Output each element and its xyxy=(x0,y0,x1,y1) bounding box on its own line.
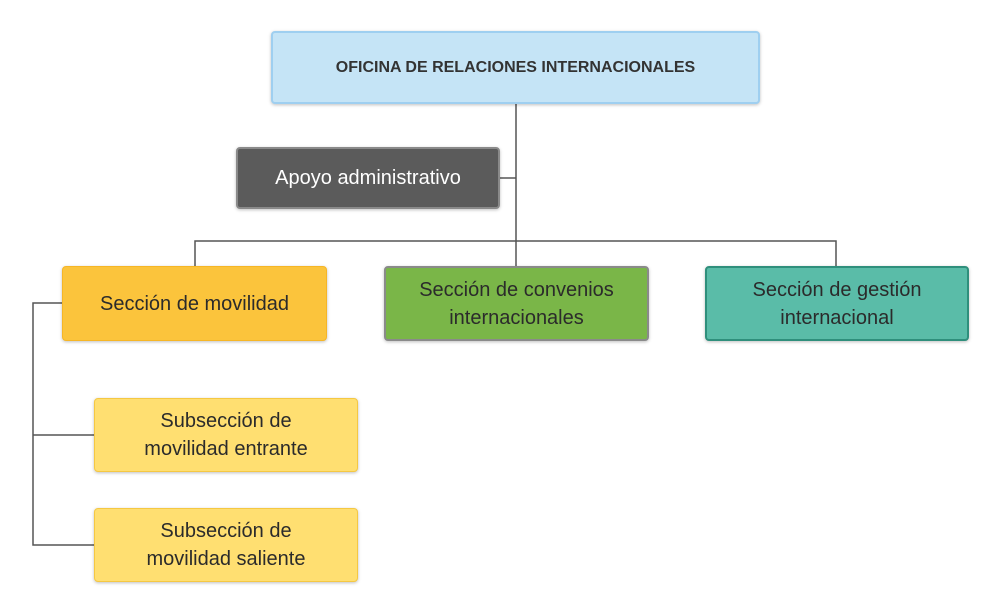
outgoing-mobility-box: Subsección de movilidad saliente xyxy=(94,508,358,582)
incoming-mobility-label: Subsección de movilidad entrante xyxy=(144,410,308,460)
agreements-section-box: Sección de convenios internacionales xyxy=(384,266,649,341)
agreements-section-label: Sección de convenios internacionales xyxy=(419,278,614,329)
mobility-section-label: Sección de movilidad xyxy=(100,292,289,315)
management-section-box: Sección de gestión internacional xyxy=(705,266,969,341)
admin-support-box: Apoyo administrativo xyxy=(236,147,500,209)
incoming-mobility-box: Subsección de movilidad entrante xyxy=(94,398,358,472)
mobility-section-box: Sección de movilidad xyxy=(62,266,327,341)
office-root-box: OFICINA DE RELACIONES INTERNACIONALES xyxy=(271,31,760,104)
admin-support-label: Apoyo administrativo xyxy=(275,167,461,189)
office-root-label: OFICINA DE RELACIONES INTERNACIONALES xyxy=(335,58,696,76)
outgoing-mobility-label: Subsección de movilidad saliente xyxy=(146,520,306,570)
management-section-label: Sección de gestión internacional xyxy=(752,278,922,329)
subsections-branch-line xyxy=(32,302,94,546)
